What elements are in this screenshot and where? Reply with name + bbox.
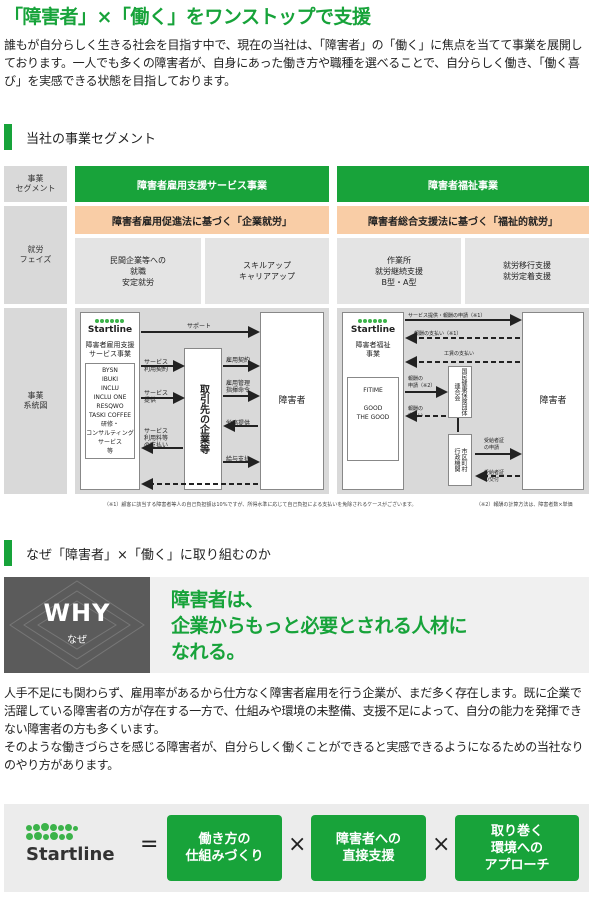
segment-diagram: 事業 セグメント 就労 フェイズ 事業 系統図 障害者雇用支援サービス事業 障害… bbox=[4, 166, 589, 512]
why-message: 障害者は、 企業からもっと必要とされる人材に なれる。 bbox=[171, 589, 468, 663]
formula-times-2: × bbox=[432, 832, 451, 857]
footnote-2: （※2）報酬の計算方法は、障害者数×単価 bbox=[476, 502, 573, 508]
arrow-salary-label: 給与支払 bbox=[226, 456, 251, 463]
left-segment-header: 障害者雇用支援サービス事業 bbox=[75, 166, 329, 202]
startline-logo-dots bbox=[81, 319, 139, 324]
formula-item-work-system: 働き方の 仕組みづくり bbox=[167, 815, 282, 881]
segment-heading-text: 当社の事業セグメント bbox=[26, 132, 157, 147]
municipality-box: 市区町村 行政機関 bbox=[448, 434, 472, 486]
client-company-box: 取引先の企業等 bbox=[184, 348, 222, 490]
startline-logo-text: Startline bbox=[87, 325, 133, 335]
arrow-cert-issue-label: 受給者証 の交付 bbox=[484, 470, 505, 483]
why-badge: WHY なぜ bbox=[4, 577, 150, 673]
why-word: WHY bbox=[43, 599, 111, 627]
row-label-segment: 事業 セグメント bbox=[4, 166, 67, 202]
arrow-cert-apply-label: 受給者証 の申請 bbox=[484, 438, 505, 451]
arrow-manage-label: 雇用管理 指揮命令 bbox=[226, 380, 251, 394]
why-subword: なぜ bbox=[67, 635, 87, 646]
formula-item-direct-support: 障害者への 直接支援 bbox=[311, 815, 426, 881]
why-diamond-pattern bbox=[9, 580, 145, 670]
arrow-wage-label: 工賃の支払い bbox=[444, 351, 475, 357]
arrow-pay1-label: 報酬の支払い（※1） bbox=[414, 331, 462, 337]
row-label-system: 事業 系統図 bbox=[4, 308, 67, 494]
formula-logo: Startline bbox=[26, 822, 115, 865]
right-phase-workshop: 作業所 就労継続支援 B型・A型 bbox=[337, 238, 461, 304]
formula-logo-dots bbox=[26, 822, 106, 840]
arrow-pay2-label: 報酬の 支払い bbox=[408, 406, 424, 419]
arrow-contract-label: サービス 利用契約 bbox=[144, 359, 169, 373]
left-flow-arrows bbox=[141, 326, 260, 490]
arrow-claim-label: 報酬の 申請（※2） bbox=[408, 376, 436, 389]
right-segment-header: 障害者福祉事業 bbox=[337, 166, 589, 202]
right-flow-arrows bbox=[405, 314, 522, 482]
heading-bar-2 bbox=[4, 540, 12, 566]
right-person-label: 障害者 bbox=[539, 395, 567, 406]
left-phase-employment: 民間企業等への 就職 安定就労 bbox=[75, 238, 201, 304]
right-phase-transition: 就労移行支援 就労定着支援 bbox=[465, 238, 589, 304]
formula-equals: = bbox=[140, 832, 159, 857]
arrow-support-label: サポート bbox=[187, 323, 212, 330]
segment-section-heading: 当社の事業セグメント bbox=[4, 124, 589, 150]
federation-label: 国民健康保険団体連合会 bbox=[453, 368, 467, 416]
page-title: 「障害者」×「働く」をワンストップで支援 bbox=[4, 6, 371, 28]
municipality-label: 市区町村 行政機関 bbox=[453, 448, 467, 472]
arrow-request-label: サービス提供・報酬の申請（※1） bbox=[408, 313, 486, 319]
why-message-panel: 障害者は、 企業からもっと必要とされる人材に なれる。 bbox=[150, 577, 589, 673]
left-phase-skillup: スキルアップ キャリアアップ bbox=[205, 238, 329, 304]
arrow-employ-label: 雇用契約 bbox=[226, 357, 251, 364]
row-label-phase: 就労 フェイズ bbox=[4, 206, 67, 304]
arrow-provide-label: サービス 提供 bbox=[144, 390, 169, 404]
footnote-1: （※1）顧客に該当する障害者等人の自己負担額は10%ですが、所得水準に応じて自己… bbox=[104, 502, 417, 508]
right-service-list: FITIME GOOD THE GOOD bbox=[347, 377, 399, 461]
left-person-box: 障害者 bbox=[260, 312, 324, 490]
intro-text: 誰もが自分らしく生きる社会を目指す中で、現在の当社は、「障害者」の「働く」に焦点… bbox=[4, 38, 583, 88]
startline-formula: Startline = 働き方の 仕組みづくり × 障害者への 直接支援 × 取… bbox=[4, 804, 589, 892]
left-service-list: BYSN IBUKI INCLU INCLU ONE RESQWO TASKI … bbox=[85, 363, 135, 459]
left-law-banner: 障害者雇用促進法に基づく「企業就労」 bbox=[75, 206, 329, 234]
formula-item-environment: 取り巻く 環境への アプローチ bbox=[455, 815, 579, 881]
startline-logo-dots-right bbox=[343, 319, 403, 324]
heading-bar bbox=[4, 124, 12, 150]
right-company-box: Startline 障害者福祉 事業 FITIME GOOD THE GOOD bbox=[342, 312, 404, 490]
why-body-text: 人手不足にも関わらず、雇用率があるから仕方なく障害者雇用を行う企業が、まだ多く存… bbox=[4, 686, 584, 772]
left-service-title: 障害者雇用支援 サービス事業 bbox=[85, 341, 135, 358]
left-person-label: 障害者 bbox=[278, 395, 306, 406]
right-service-title: 障害者福祉 事業 bbox=[355, 341, 391, 358]
startline-logo-text-right: Startline bbox=[350, 325, 396, 335]
left-company-box: Startline 障害者雇用支援 サービス事業 BYSN IBUKI INCL… bbox=[80, 312, 140, 490]
formula-times-1: × bbox=[288, 832, 307, 857]
arrow-labor-label: 労務提供 bbox=[226, 420, 251, 427]
why-section-heading: なぜ「障害者」×「働く」に取り組むのか bbox=[4, 540, 589, 566]
client-company-label: 取引先の企業等 bbox=[197, 384, 209, 454]
why-heading-text: なぜ「障害者」×「働く」に取り組むのか bbox=[26, 548, 271, 563]
right-person-box: 障害者 bbox=[522, 312, 584, 490]
right-law-banner: 障害者総合支援法に基づく「福祉的就労」 bbox=[337, 206, 589, 234]
formula-logo-text: Startline bbox=[26, 844, 115, 865]
arrow-fee-label: サービス 利用料等 の支払い bbox=[144, 428, 169, 449]
federation-box: 国民健康保険団体連合会 bbox=[448, 366, 472, 418]
